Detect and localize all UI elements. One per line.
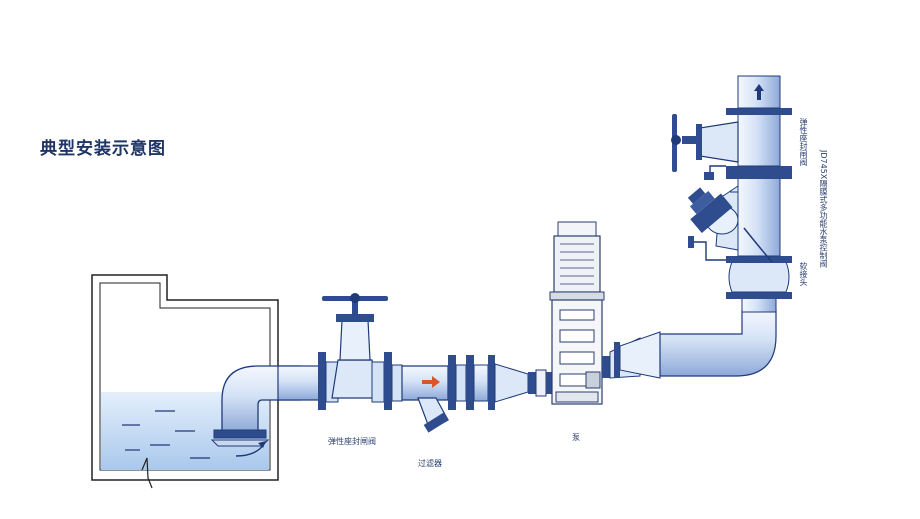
right-arrow-icon — [422, 376, 440, 388]
gate-valve-upper — [671, 108, 792, 173]
tank-crack — [141, 457, 153, 489]
label-pump: 泵 — [572, 433, 580, 442]
water-surface-lines — [122, 410, 210, 459]
discharge-pipe — [659, 297, 777, 377]
pump-motor — [553, 235, 601, 293]
inlet-flex-joint — [473, 355, 554, 410]
page-title: 典型安装示意图 — [40, 139, 166, 159]
label-gate-valve-lower: 弹性座封闸阀 — [328, 437, 376, 446]
suction-pipe — [277, 365, 321, 401]
label-gate-valve-upper: 弹性座封闸阀 — [799, 118, 808, 166]
label-control-valve: JD745X隔膜式多功能水泵控制阀 — [819, 150, 828, 268]
label-flex-joint: 软接头 — [799, 262, 808, 286]
strainer — [391, 355, 474, 433]
gate-valve-lower — [318, 293, 392, 410]
discharge-reducer — [602, 331, 661, 379]
outlet-flex-joint — [726, 256, 792, 299]
pump — [549, 221, 605, 405]
outlet-pipe — [737, 75, 781, 109]
up-arrow-icon — [754, 84, 764, 100]
label-strainer: 过滤器 — [418, 459, 442, 468]
control-valve — [687, 165, 792, 263]
